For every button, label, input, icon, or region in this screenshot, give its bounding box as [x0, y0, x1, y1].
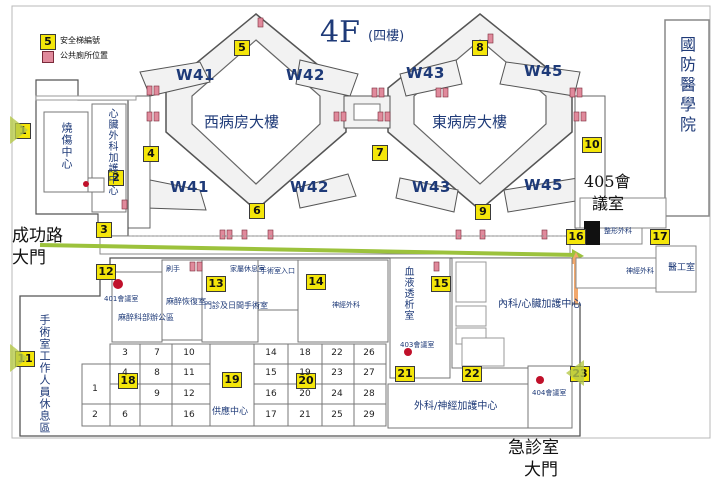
stair-marker-10: 10	[582, 137, 602, 153]
or-room-20: 20	[299, 389, 311, 399]
wing-w42-top: W42	[286, 66, 325, 84]
meeting-405-line2: 議室	[592, 194, 625, 213]
stair-marker-12: 12	[96, 264, 116, 280]
or-room-17: 17	[265, 410, 277, 420]
stair-marker-5: 5	[234, 40, 250, 56]
wing-w43-bottom: W43	[412, 178, 451, 196]
meeting-401-label: 401會議室	[104, 295, 139, 303]
or-room-3: 3	[122, 348, 128, 358]
chenggong-gate-line2: 大門	[12, 248, 46, 268]
or-entrance-label: 手術室入口	[260, 267, 295, 275]
stair-marker-9: 9	[475, 204, 491, 220]
dialysis-label: 血液透析室	[402, 266, 413, 321]
or-room-21: 21	[299, 410, 311, 420]
or-room-27: 27	[363, 368, 375, 378]
legend-stairs-label: 安全梯編號	[60, 36, 100, 45]
or-room-16a: 16	[183, 410, 195, 420]
neurosurgery-label: 神經外科	[332, 301, 360, 309]
stair-marker-14: 14	[306, 274, 326, 290]
stair-marker-21: 21	[395, 366, 415, 382]
stair-marker-8: 8	[472, 40, 488, 56]
or-room-9: 9	[154, 389, 160, 399]
exit-triangle-1	[10, 116, 28, 144]
stair-marker-15: 15	[431, 276, 451, 292]
stair-marker-7: 7	[372, 145, 388, 161]
legend-restroom-icon	[42, 51, 54, 63]
cardio-surgery-icu-label: 心臟外科加護中心	[106, 108, 117, 196]
stair-marker-18: 18	[118, 373, 138, 389]
medical-icu-label: 內科/心臟加護中心	[498, 299, 582, 310]
stair-marker-19: 19	[222, 372, 242, 388]
supply-center-label: 供應中心	[212, 407, 249, 417]
emergency-gate-line1: 急診室	[508, 438, 559, 458]
meeting-403-label: 403會議室	[400, 341, 435, 349]
or-room-28: 28	[363, 389, 375, 399]
or-room-6: 6	[122, 410, 128, 420]
or-room-1: 1	[92, 384, 98, 394]
or-room-7: 7	[154, 348, 160, 358]
stair-marker-22: 22	[462, 366, 482, 382]
floor-subtitle: (四樓)	[368, 29, 405, 44]
plastic-surgery-label: 整形外科	[604, 227, 632, 235]
wing-w45-top: W45	[524, 62, 563, 80]
or-room-15: 15	[265, 368, 277, 378]
wing-w41-bottom: W41	[170, 178, 209, 196]
stair-marker-6: 6	[249, 203, 265, 219]
or-room-22: 22	[331, 348, 343, 358]
academy-label: 國防醫學院	[677, 36, 696, 136]
legend-stair-marker: 5	[40, 34, 56, 50]
or-room-24: 24	[331, 389, 343, 399]
wing-w43-top: W43	[406, 64, 445, 82]
or-room-29: 29	[363, 410, 375, 420]
or-room-8: 8	[154, 368, 160, 378]
neuro-surgery-label: 神經外科	[626, 267, 654, 275]
or-room-26: 26	[363, 348, 375, 358]
wing-w42-bottom: W42	[290, 178, 329, 196]
wing-w45-bottom: W45	[524, 176, 563, 194]
exit-triangle-23	[566, 360, 584, 386]
or-room-4: 4	[122, 368, 128, 378]
stair-marker-16: 16	[566, 229, 586, 245]
or-room-18: 18	[299, 348, 311, 358]
surgical-icu-label: 外科/神經加護中心	[414, 401, 498, 412]
scrub-label: 刷手	[166, 265, 180, 273]
meeting-404-label: 404會議室	[532, 389, 567, 397]
or-room-2: 2	[92, 410, 98, 420]
anesthesia-dept-label: 麻醉科部辦公區	[118, 313, 174, 322]
stair-marker-17: 17	[650, 229, 670, 245]
stair-marker-20: 20	[296, 373, 316, 389]
or-room-12: 12	[183, 389, 195, 399]
stair-marker-13: 13	[206, 276, 226, 292]
east-ward-building: 東病房大樓	[432, 113, 508, 131]
or-room-16: 16	[265, 389, 277, 399]
or-staff-rest-label: 手術室工作人員休息區	[38, 314, 51, 434]
emergency-gate-line2: 大門	[524, 460, 558, 480]
floor-title: 4F	[320, 15, 360, 50]
wing-w41-top: W41	[176, 66, 215, 84]
stair-marker-4: 4	[143, 146, 159, 162]
exit-triangle-11	[10, 344, 28, 372]
or-room-25: 25	[331, 410, 343, 420]
meeting-405-line1: 405會	[584, 172, 631, 191]
stair-marker-2: 2	[108, 170, 124, 186]
legend-restroom-label: 公共廁所位置	[60, 51, 108, 60]
or-room-11: 11	[183, 368, 195, 378]
or-room-19: 19	[299, 368, 311, 378]
or-room-10: 10	[183, 348, 195, 358]
chenggong-gate-line1: 成功路	[12, 226, 63, 246]
day-surgery-label: 門診及日間手術室	[204, 301, 268, 310]
family-rest-label: 家屬休息室	[230, 265, 265, 273]
or-room-23: 23	[331, 368, 343, 378]
west-ward-building: 西病房大樓	[204, 113, 280, 131]
burn-center-label: 燒傷中心	[60, 122, 73, 170]
stair-marker-3: 3	[96, 222, 112, 238]
anesthesia-recovery-label: 麻醉恢復室	[166, 297, 206, 306]
or-room-14: 14	[265, 348, 277, 358]
lab-label: 醫工室	[668, 263, 696, 273]
